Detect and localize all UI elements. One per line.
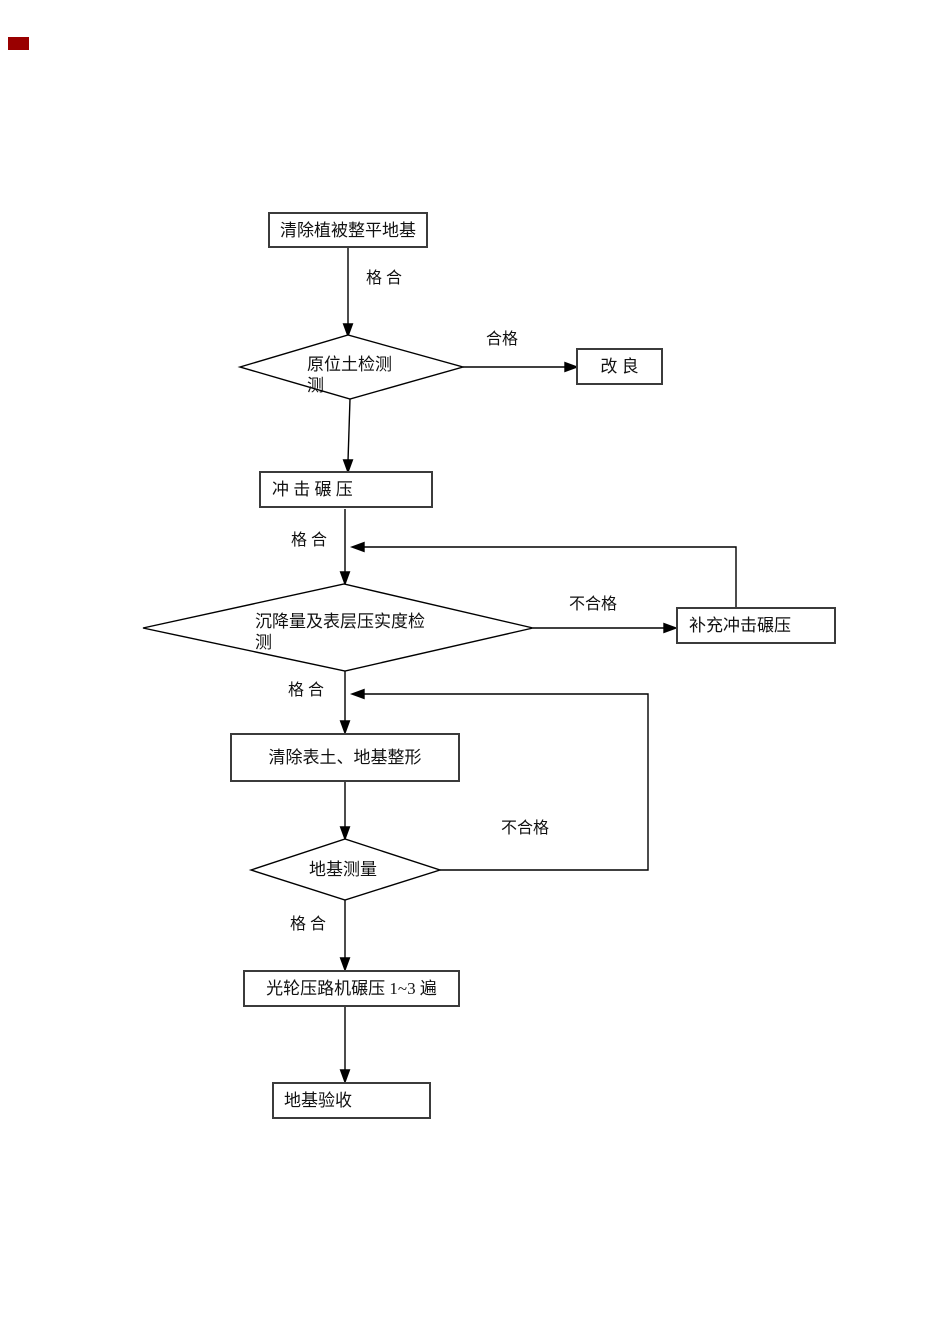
diamond-foundation-survey-shape xyxy=(248,838,443,901)
connector-impact-to-settlement xyxy=(339,509,351,587)
diamond-settlement-test-label: 沉降量及表层压实度检 测 xyxy=(255,612,425,652)
node-improve: 改 良 xyxy=(576,348,663,385)
connector-roller-to-acceptance xyxy=(339,1007,351,1085)
label-pass-4: 格 合 xyxy=(290,916,327,933)
node-clear-vegetation: 清除植被整平地基 xyxy=(268,212,428,248)
node-supplement-rolling: 补充冲击碾压 xyxy=(676,607,836,644)
diamond-in-situ-test-label: 原位土检测 测 xyxy=(307,355,392,395)
connector-insitu-to-impact xyxy=(342,398,354,475)
connector-survey-feedback xyxy=(349,688,649,871)
node-clear-topsoil: 清除表土、地基整形 xyxy=(230,733,460,782)
diamond-in-situ-test-shape xyxy=(237,334,466,400)
label-qualified: 合格 xyxy=(486,331,519,348)
label-fail-2: 不合格 xyxy=(501,820,550,837)
node-acceptance: 地基验收 xyxy=(272,1082,431,1119)
label-pass-1: 格 合 xyxy=(366,270,403,287)
connector-topsoil-to-survey xyxy=(339,782,351,842)
connector-settlement-to-topsoil xyxy=(339,671,351,736)
connector-supplement-feedback xyxy=(349,541,737,607)
label-fail-1: 不合格 xyxy=(569,596,618,613)
connector-insitu-to-improve xyxy=(463,361,580,373)
diamond-foundation-survey-label: 地基测量 xyxy=(309,860,377,879)
diamond-settlement-test-shape xyxy=(142,583,534,672)
connector-survey-to-roller xyxy=(339,900,351,973)
node-impact-rolling: 冲 击 碾 压 xyxy=(259,471,433,508)
red-marker xyxy=(8,37,29,50)
label-pass-2: 格 合 xyxy=(291,532,328,549)
connector-clearveg-to-insitu xyxy=(342,248,354,339)
connector-settlement-to-supplement xyxy=(533,622,679,634)
node-smooth-roller: 光轮压路机碾压 1~3 遍 xyxy=(243,970,460,1007)
label-pass-3: 格 合 xyxy=(288,682,325,699)
